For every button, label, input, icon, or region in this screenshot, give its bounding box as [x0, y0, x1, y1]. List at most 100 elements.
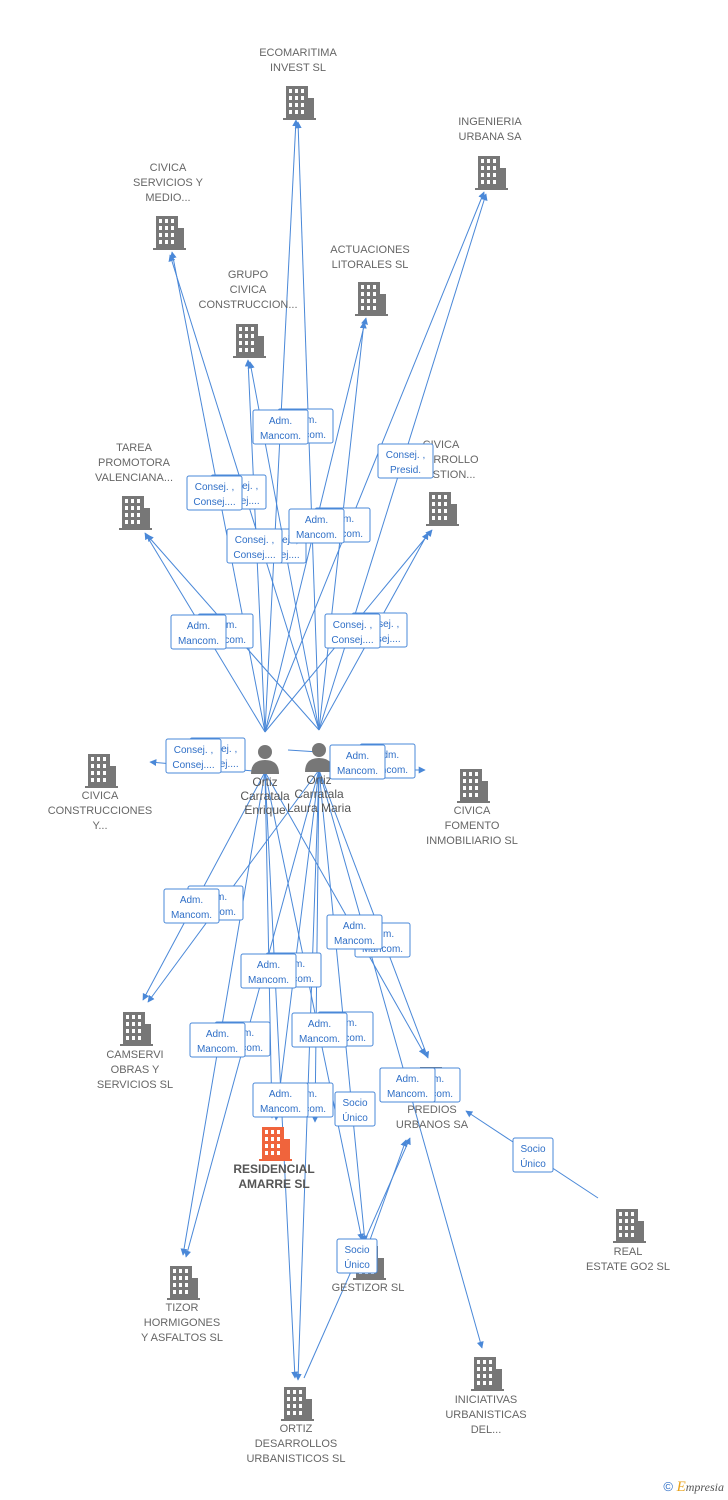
empresia-copyright[interactable]: © Empresia: [663, 1479, 724, 1496]
svg-text:Adm.: Adm.: [346, 751, 369, 762]
relation-edge: [264, 771, 365, 1241]
relation-badge[interactable]: Adm. Mancom.: [170, 614, 227, 650]
copyright-symbol: ©: [663, 1479, 673, 1494]
relation-edge: [184, 769, 320, 1258]
relation-badge[interactable]: Adm.Mancom.: [329, 744, 386, 780]
relation-badge[interactable]: Consej. , Consej....: [324, 613, 381, 649]
svg-text:Único: Único: [344, 1258, 370, 1271]
building-icon: [426, 492, 459, 526]
relation-badge[interactable]: Adm.Mancom.: [252, 409, 309, 445]
building-icon: [613, 1209, 646, 1243]
building-icon: [475, 156, 508, 190]
svg-text:Mancom.: Mancom.: [260, 1104, 301, 1115]
svg-text:Adm.: Adm.: [180, 895, 203, 906]
relation-edge: [264, 771, 426, 1056]
svg-text:Adm.: Adm.: [269, 416, 292, 427]
svg-text:Mancom.: Mancom.: [248, 975, 289, 986]
building-icon: [167, 1266, 200, 1300]
relation-badge[interactable]: Adm. Mancom.: [326, 914, 383, 950]
relation-badge[interactable]: Adm. Mancom.: [252, 1082, 309, 1118]
building-icon: [355, 282, 388, 316]
relation-edge: [318, 769, 430, 1059]
relation-badge[interactable]: Adm.Mancom.: [288, 508, 345, 544]
svg-text:Adm.: Adm.: [257, 960, 280, 971]
svg-text:Mancom.: Mancom.: [334, 936, 375, 947]
relation-badge[interactable]: Adm. Mancom.: [379, 1067, 436, 1103]
svg-text:Adm.: Adm.: [305, 515, 328, 526]
relation-badge[interactable]: Consej. ,Consej....: [165, 738, 222, 774]
building-icon: [471, 1357, 504, 1391]
building-icon: [281, 1387, 314, 1421]
svg-text:Adm.: Adm.: [187, 621, 210, 632]
building-icon: [120, 1012, 153, 1046]
person-icon: [312, 743, 326, 757]
relation-edge: [264, 771, 299, 1379]
svg-text:Único: Único: [342, 1111, 368, 1124]
badges-layer: Adm.Mancom.Adm.Mancom.Consej. ,Presid.Co…: [163, 408, 554, 1274]
building-icon: [85, 754, 118, 788]
relation-badge[interactable]: Adm.Mancom.: [291, 1012, 348, 1048]
svg-text:Presid.: Presid.: [390, 465, 421, 476]
svg-text:Consej. ,: Consej. ,: [195, 482, 234, 493]
svg-text:Mancom.: Mancom.: [367, 765, 408, 776]
relation-badge[interactable]: Consej. ,Presid.: [377, 443, 434, 479]
svg-text:Adm.: Adm.: [206, 1029, 229, 1040]
relation-badge[interactable]: Adm.Mancom.: [163, 888, 220, 924]
svg-text:Socio: Socio: [342, 1098, 367, 1109]
relation-edge: [318, 769, 368, 1243]
svg-text:Consej....: Consej....: [193, 497, 235, 508]
svg-text:Adm.: Adm.: [376, 750, 399, 761]
svg-text:Consej....: Consej....: [331, 635, 373, 646]
svg-text:Consej....: Consej....: [233, 550, 275, 561]
relation-badge[interactable]: Adm. Mancom.: [240, 953, 297, 989]
relation-edge: [264, 771, 276, 1119]
svg-text:Adm.: Adm.: [269, 1089, 292, 1100]
company-label: GESTIZOR SL: [332, 1282, 405, 1294]
svg-text:Socio: Socio: [344, 1245, 369, 1256]
building-icon: [283, 86, 316, 120]
relation-badge[interactable]: Consej. , Consej....: [186, 475, 243, 511]
building-icon: [259, 1127, 292, 1161]
svg-text:Mancom.: Mancom.: [178, 636, 219, 647]
empresia-logo: Empresia: [676, 1479, 724, 1495]
relation-badge[interactable]: Adm.Mancom.: [189, 1022, 246, 1058]
relation-edge: [318, 769, 484, 1349]
building-icon: [457, 769, 490, 803]
svg-text:Mancom.: Mancom.: [387, 1089, 428, 1100]
relation-badge[interactable]: Consej. ,Consej....: [226, 528, 283, 564]
relation-edge: [311, 769, 320, 1123]
svg-text:Consej. ,: Consej. ,: [333, 620, 372, 631]
building-icon: [153, 216, 186, 250]
svg-text:Adm.: Adm.: [396, 1074, 419, 1085]
svg-text:Adm.: Adm.: [343, 921, 366, 932]
